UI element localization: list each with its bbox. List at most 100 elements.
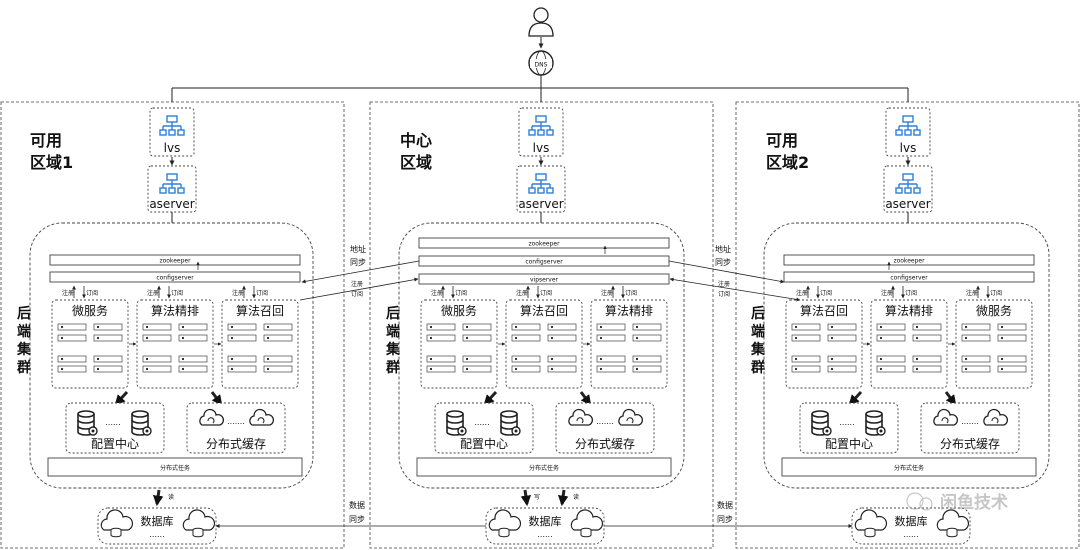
server-led [230,367,234,371]
service-name: 微服务 [72,303,108,318]
entry-section: DNS [172,7,908,89]
cluster-label-char: 后 [751,305,765,322]
watermark-text: 闲鱼技术 [940,492,1008,513]
service-box: 算法召回 [785,299,863,389]
server-unit [596,365,626,373]
server-unit [227,355,257,363]
distributed-task-bar [781,457,1037,477]
address-sync-label-1: 地址 [350,244,366,254]
server-unit [596,355,626,363]
zone-title-line2: 区域 [400,153,432,172]
cluster-label-char: 集 [385,341,401,358]
cluster-label-char: 群 [16,359,31,376]
server-led [145,357,149,361]
server-led [465,357,469,361]
config-center-label: 配置中心 [91,436,139,451]
bar-configserver [49,271,301,283]
subscribe-label: 订阅 [455,289,467,297]
server-unit [93,334,123,342]
user-icon [528,7,554,37]
server-led [635,367,639,371]
service-box: 微服务 [420,299,498,389]
server-led [266,325,270,329]
service-box: 微服务 [955,299,1033,389]
server-led [514,357,518,361]
server-led [465,325,469,329]
server-led [429,357,433,361]
register-label: 注册 [796,289,808,297]
server-led [60,367,64,371]
vip-register-label: 注册 [718,280,730,288]
server-unit [57,323,87,331]
server-unit [827,334,857,342]
to-config-arrow [848,390,863,406]
to-config-arrow [483,390,498,406]
server-led [266,357,270,361]
server-unit [547,355,577,363]
server-led [550,325,554,329]
lvs-box [149,107,195,157]
server-unit [547,365,577,373]
server-led [915,357,919,361]
zone-title-line2: 区域1 [30,153,73,172]
distributed-cache-box [186,402,286,454]
subscribe-label: 订阅 [625,289,637,297]
server-led [635,336,639,340]
server-unit [426,323,456,331]
server-led [145,336,149,340]
server-unit [93,355,123,363]
bar-label-configserver: configserver [525,259,563,266]
server-unit [876,365,906,373]
distributed-task-label: 分布式任务 [894,464,924,472]
register-label: 注册 [881,289,893,297]
bar-label-zookeeper: zookeeper [528,241,560,248]
database-dots: ...... [903,530,918,539]
config-dots: ...... [105,418,120,427]
server-led [429,325,433,329]
config-center-label: 配置中心 [825,436,873,451]
service-name: 算法精排 [885,303,933,318]
cache-dots: ....... [596,417,614,426]
server-led [181,336,185,340]
cluster-label-char: 后 [386,305,400,322]
zone-title-line1: 可用 [766,131,798,150]
server-unit [961,323,991,331]
server-led [599,325,603,329]
server-unit [632,355,662,363]
to-cache-arrow [944,391,957,406]
to-cache-arrow [579,391,592,406]
cluster-label-char: 端 [17,323,31,340]
zone-3: 可用区域2lvsaserver后端集群zookeeperconfigserver… [735,88,1080,549]
server-led [550,357,554,361]
server-unit [876,355,906,363]
subscribe-label: 订阅 [171,289,183,297]
server-led [181,357,185,361]
server-led [599,367,603,371]
vip-register-label: 注册 [351,280,363,288]
server-led [964,367,968,371]
service-box: 微服务 [51,299,129,389]
subscribe-label: 订阅 [86,289,98,297]
server-unit [178,365,208,373]
distributed-task-bar [47,457,303,477]
service-name: 微服务 [441,303,477,318]
bar-label-vipserver: vipserver [530,277,559,284]
cluster-label-char: 端 [751,323,765,340]
server-unit [876,323,906,331]
service-name: 算法召回 [800,303,848,318]
server-unit [227,365,257,373]
bar-vipserver [418,273,670,285]
register-label: 注册 [601,289,613,297]
service-box: 算法召回 [505,299,583,389]
server-led [60,336,64,340]
service-box: 算法精排 [590,299,668,389]
address-sync-label-2: 同步 [350,258,366,267]
server-unit [511,323,541,331]
server-unit [912,365,942,373]
config-dots: ...... [839,418,854,427]
server-led [181,367,185,371]
server-unit [791,365,821,373]
server-led [915,325,919,329]
server-unit [426,365,456,373]
